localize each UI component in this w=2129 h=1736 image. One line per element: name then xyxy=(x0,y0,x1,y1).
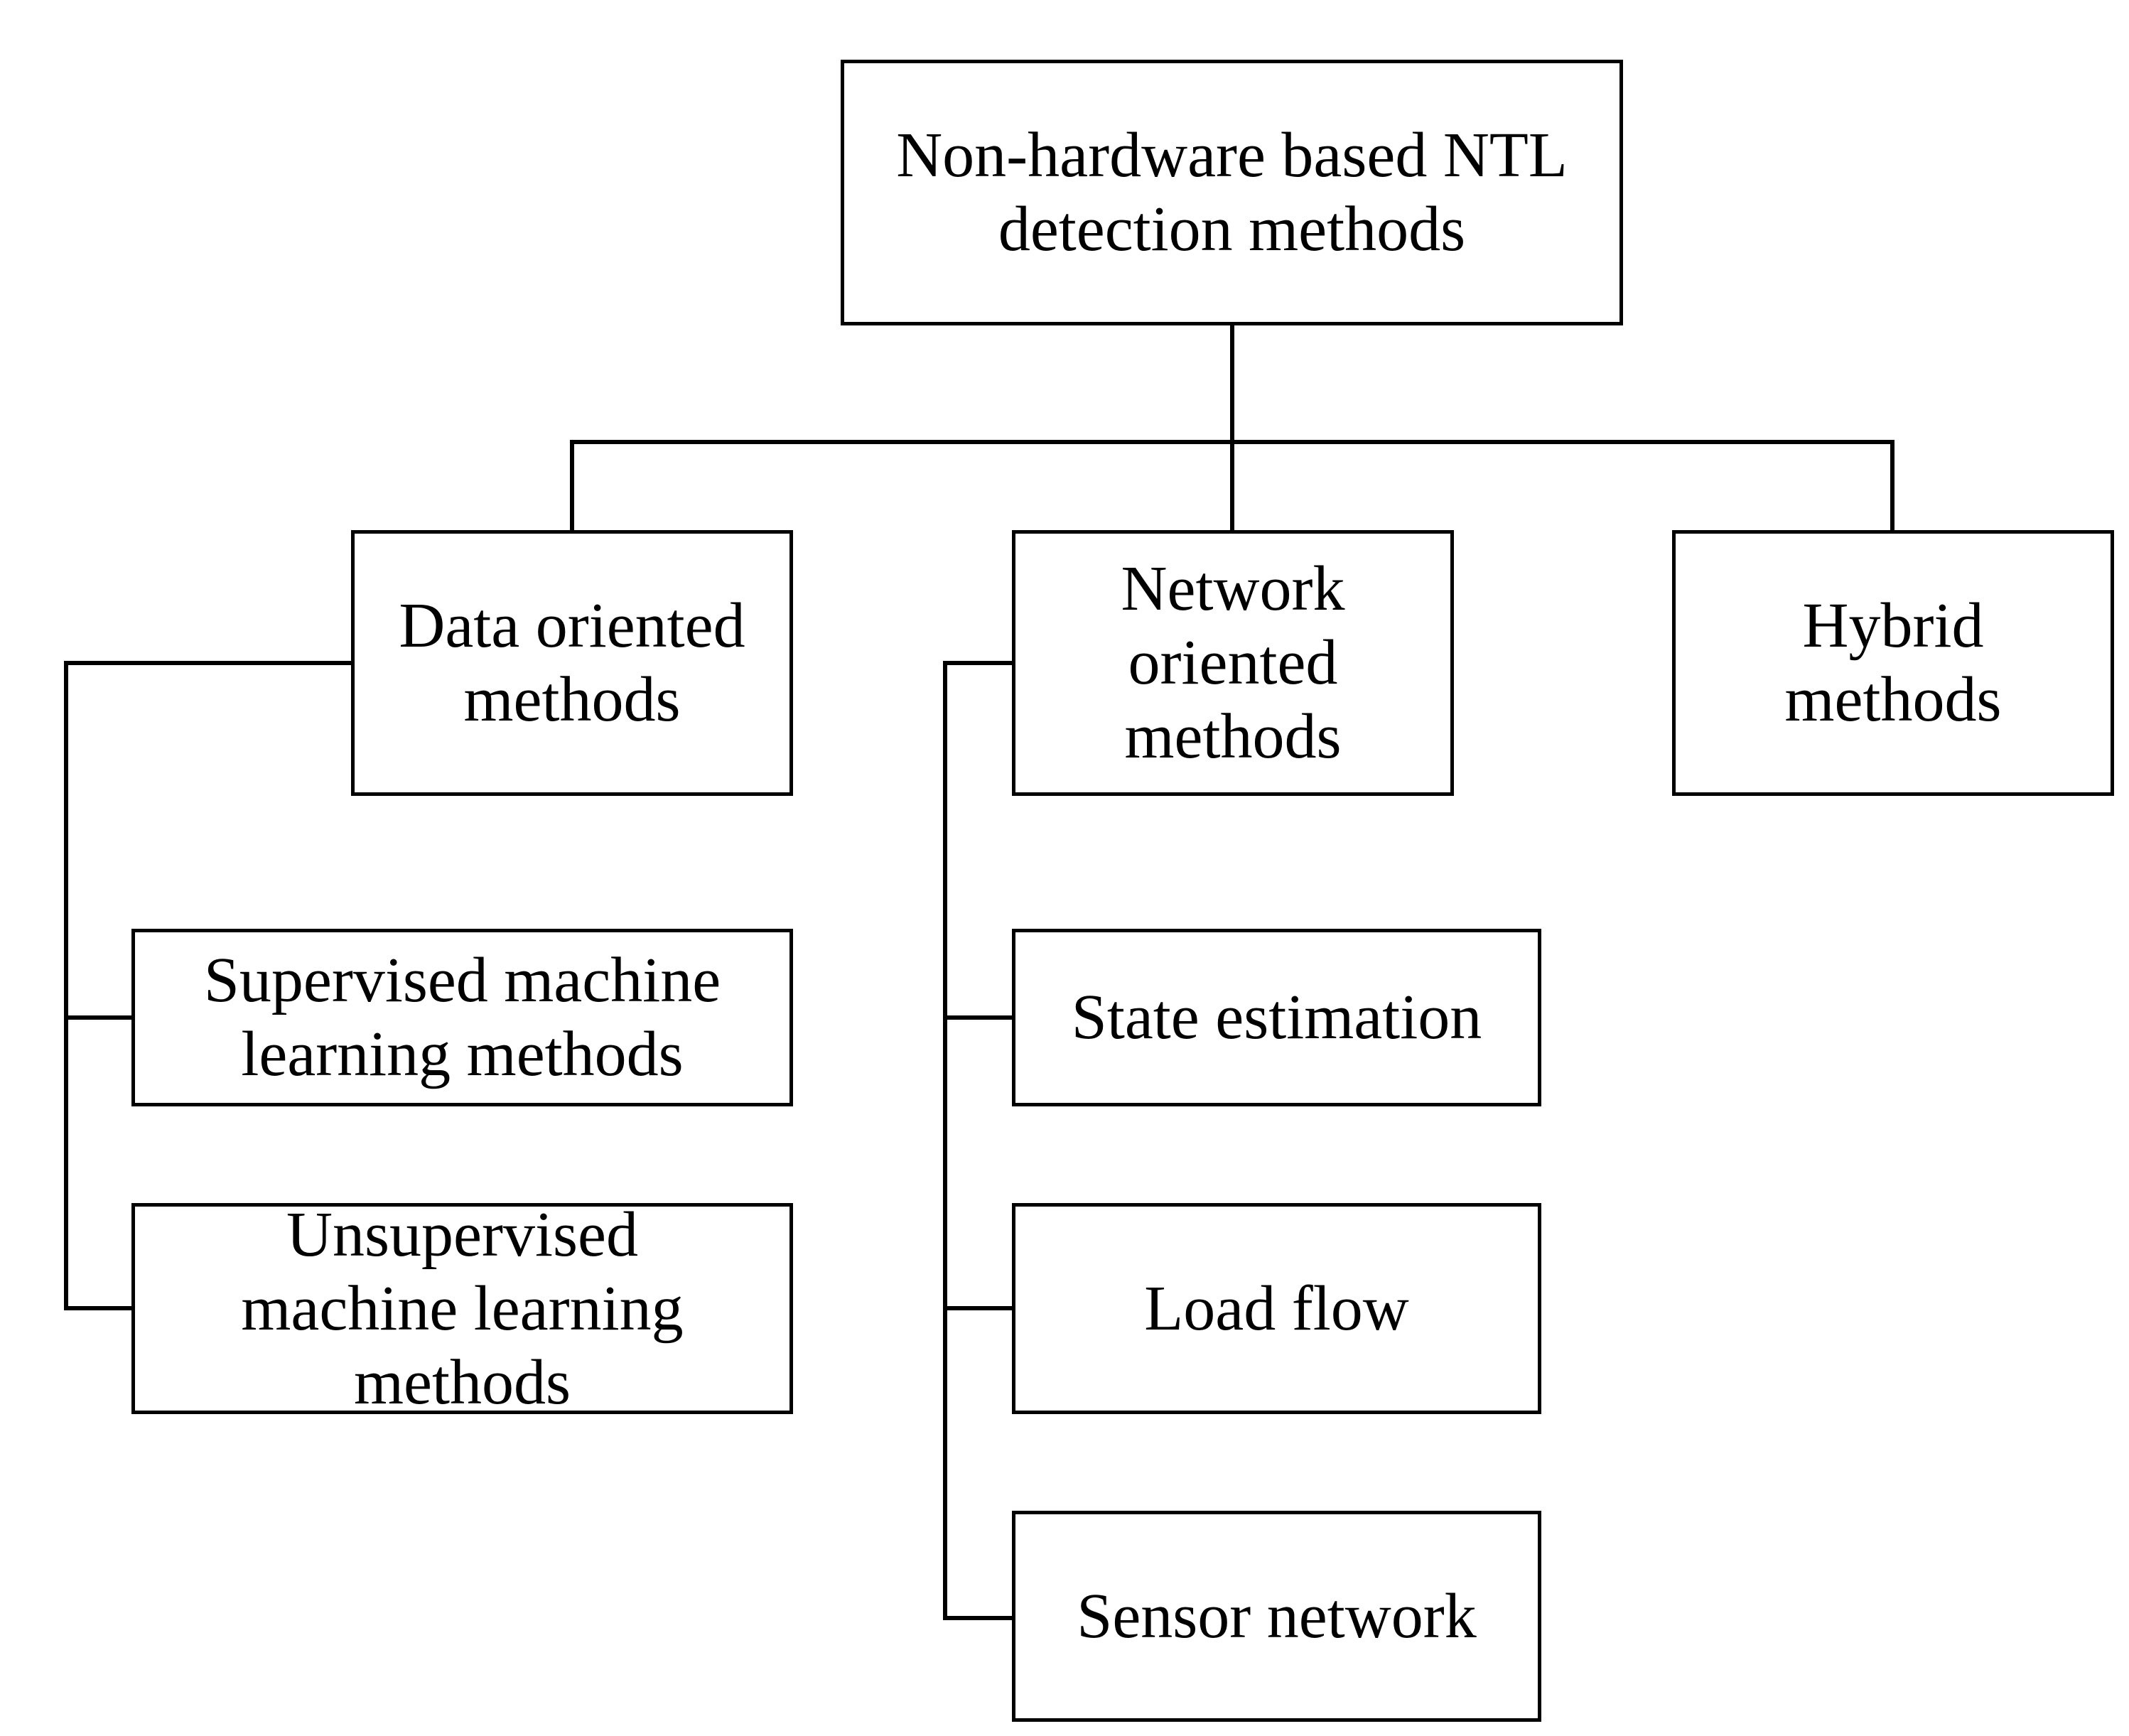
sensor-network-node: Sensor network xyxy=(1012,1511,1541,1722)
sensor-network-label: Sensor network xyxy=(1077,1580,1477,1651)
hybrid-label: Hybrid methods xyxy=(1784,591,2002,735)
network-oriented-node: Network oriented methods xyxy=(1012,530,1454,796)
hybrid-node: Hybrid methods xyxy=(1672,530,2114,796)
root-node-label: Non-hardware based NTL detection methods xyxy=(896,120,1568,264)
root-node: Non-hardware based NTL detection methods xyxy=(841,60,1623,325)
state-estimation-label: State estimation xyxy=(1071,982,1482,1052)
state-estimation-node: State estimation xyxy=(1012,929,1541,1106)
data-oriented-node: Data oriented methods xyxy=(351,530,793,796)
load-flow-node: Load flow xyxy=(1012,1203,1541,1414)
data-oriented-label: Data oriented methods xyxy=(399,591,745,735)
unsupervised-ml-node: Unsupervised machine learning methods xyxy=(131,1199,793,1418)
supervised-ml-label: Supervised machine learning methods xyxy=(203,945,721,1089)
unsupervised-ml-label: Unsupervised machine learning methods xyxy=(241,1199,684,1418)
network-oriented-label: Network oriented methods xyxy=(1121,554,1345,772)
load-flow-label: Load flow xyxy=(1144,1273,1409,1344)
supervised-ml-node: Supervised machine learning methods xyxy=(131,929,793,1106)
